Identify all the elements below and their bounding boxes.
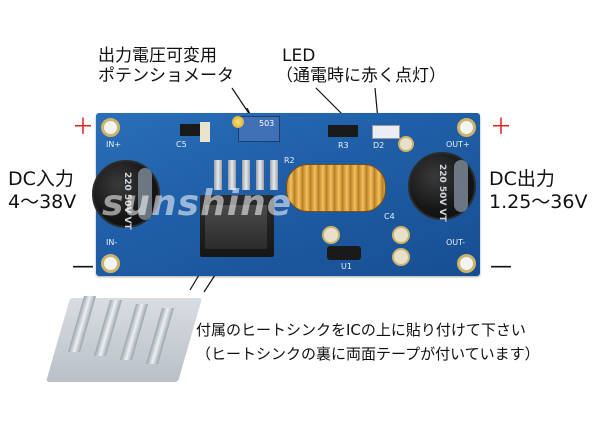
output-minus-sign: — — [490, 254, 512, 279]
dc-input-label-line1: DC入力 — [8, 168, 74, 190]
watermark: sunshine — [102, 183, 293, 224]
via-pad-4 — [322, 226, 340, 244]
mount-hole-top-right — [457, 118, 476, 137]
potentiometer-label: 出力電圧可変用 ポテンショメータ — [98, 46, 234, 86]
heatsink-note-line1: 付属のヒートシンクをICの上に貼り付けて下さい — [196, 321, 526, 339]
silk-r2: R2 — [284, 156, 295, 165]
output-capacitor — [408, 152, 476, 220]
dc-output-label-line1: DC出力 — [489, 168, 555, 190]
dc-output-label: DC出力 1.25～36V — [489, 168, 587, 214]
silk-in-plus: IN+ — [106, 140, 122, 149]
dc-input-label: DC入力 4～38V — [8, 168, 76, 214]
cap-stripe — [454, 160, 468, 212]
heatsink-note: 付属のヒートシンクをICの上に貼り付けて下さい （ヒートシンクの裏に両面テープが… — [196, 318, 540, 366]
input-capacitor — [92, 160, 160, 228]
silk-c4: C4 — [384, 212, 395, 221]
smd-resistor-r3 — [328, 125, 358, 137]
mount-hole-bottom-right — [457, 254, 476, 273]
silk-in-minus: IN- — [106, 238, 118, 247]
silk-u1: U1 — [341, 262, 352, 271]
led-label-line1: LED — [282, 46, 316, 66]
mount-hole-top-left — [101, 118, 120, 137]
smd-capacitor — [180, 124, 200, 136]
ic-pin — [214, 160, 222, 190]
silk-c5: C5 — [176, 140, 187, 149]
dc-output-label-line2: 1.25～36V — [489, 191, 588, 213]
pot-text: 503 — [259, 119, 275, 128]
cap-stripe — [138, 168, 152, 220]
ic-pin — [228, 160, 236, 190]
led-d2 — [372, 125, 400, 139]
output-cap-text: 220 50V VT — [437, 164, 447, 222]
via-pad — [398, 136, 414, 152]
silk-r3: R3 — [338, 141, 349, 150]
output-plus-sign: ＋ — [490, 115, 513, 140]
input-plus-sign: ＋ — [72, 115, 95, 140]
led-label-line2: （通電時に赤く点灯） — [276, 66, 446, 86]
ic-pin — [242, 160, 250, 190]
input-minus-sign: — — [72, 254, 94, 279]
smd-part — [200, 122, 210, 142]
ic-u1 — [327, 246, 361, 260]
heatsink-note-line2: （ヒートシンクの裏に両面テープが付いています） — [196, 345, 540, 363]
inductor-coil — [286, 164, 386, 212]
silk-d2: D2 — [373, 141, 385, 150]
silk-out-minus: OUT- — [446, 238, 466, 247]
dc-input-label-line2: 4～38V — [8, 191, 77, 213]
potentiometer: 503 — [238, 116, 280, 142]
mount-hole-bottom-left — [101, 254, 120, 273]
ic-pin — [270, 160, 278, 190]
heatsink — [45, 298, 203, 382]
pot-adjust-screw — [232, 116, 244, 128]
via-pad-3 — [392, 248, 410, 266]
potentiometer-label-line1: 出力電圧可変用 — [98, 46, 217, 66]
silk-out-plus: OUT+ — [446, 140, 470, 149]
potentiometer-label-line2: ポテンショメータ — [98, 66, 234, 86]
via-pad-2 — [392, 226, 410, 244]
ic-pin — [256, 160, 264, 190]
regulator-ic-tab — [205, 205, 267, 249]
led-label: LED （通電時に赤く点灯） — [276, 46, 446, 86]
